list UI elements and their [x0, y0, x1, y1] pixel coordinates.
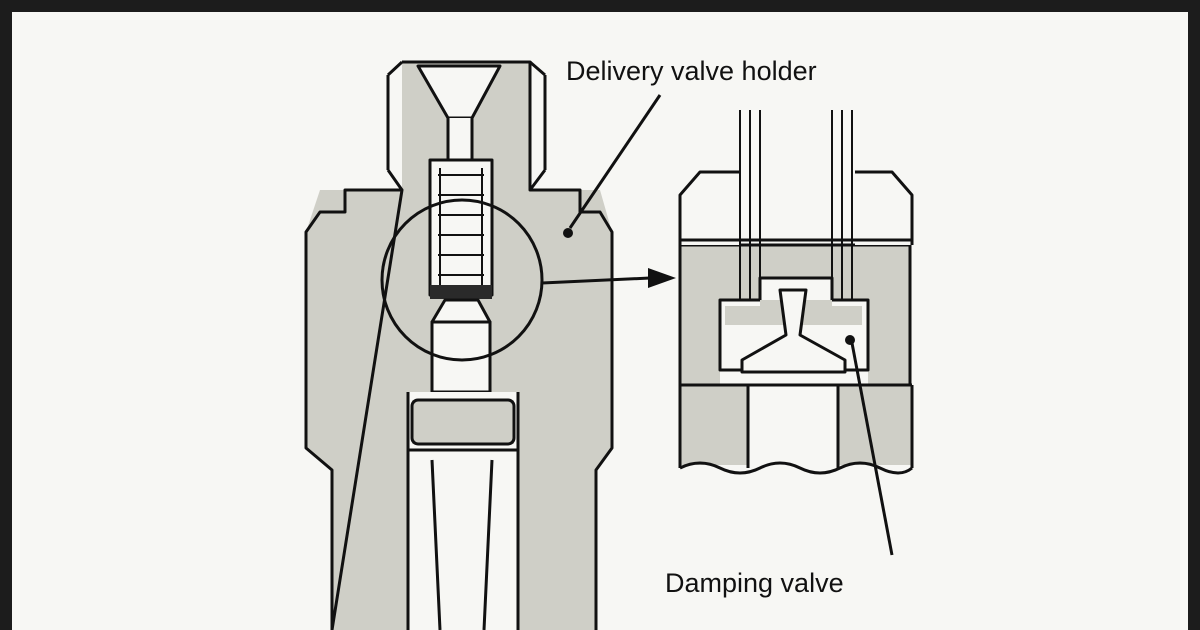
damping-valve-poppet [742, 290, 845, 372]
detail-cap-left [680, 172, 740, 245]
thread-chamfers [386, 60, 547, 191]
detail-arrow-head [648, 268, 676, 288]
label-delivery-valve-holder: Delivery valve holder [566, 56, 817, 86]
detail-tube-left [739, 110, 761, 300]
leader-dot-holder [563, 228, 573, 238]
detail-cap-right [855, 172, 912, 245]
leader-delivery-valve-holder [568, 94, 662, 229]
plunger-lines [430, 459, 494, 630]
detail-lower-bore [748, 385, 838, 465]
valve-head [432, 300, 490, 322]
detail-arrow-shaft [541, 276, 651, 285]
spring [438, 168, 484, 285]
detail-tube-right [831, 110, 853, 300]
detail-view [678, 110, 914, 475]
detail-lower-outline [678, 383, 914, 468]
detail-cap-right-outline [855, 170, 914, 245]
valve-seat-plate [430, 285, 492, 299]
leader-damping-valve [850, 342, 894, 556]
barrel-outline [406, 392, 520, 630]
detail-break-line [679, 461, 913, 475]
label-damping-valve: Damping valve [665, 568, 844, 598]
magnify-circle [380, 198, 544, 362]
barrel-collar-outline [410, 398, 516, 446]
holder-outline [304, 60, 614, 630]
leader-dot-damping [845, 335, 855, 345]
damping-valve-poppet-outline [740, 288, 847, 374]
barrel-collar [412, 400, 514, 444]
outlet-cone [418, 66, 500, 118]
leaders [541, 94, 894, 556]
main-cross-section [304, 60, 614, 630]
detail-cap-left-outline [678, 170, 740, 245]
